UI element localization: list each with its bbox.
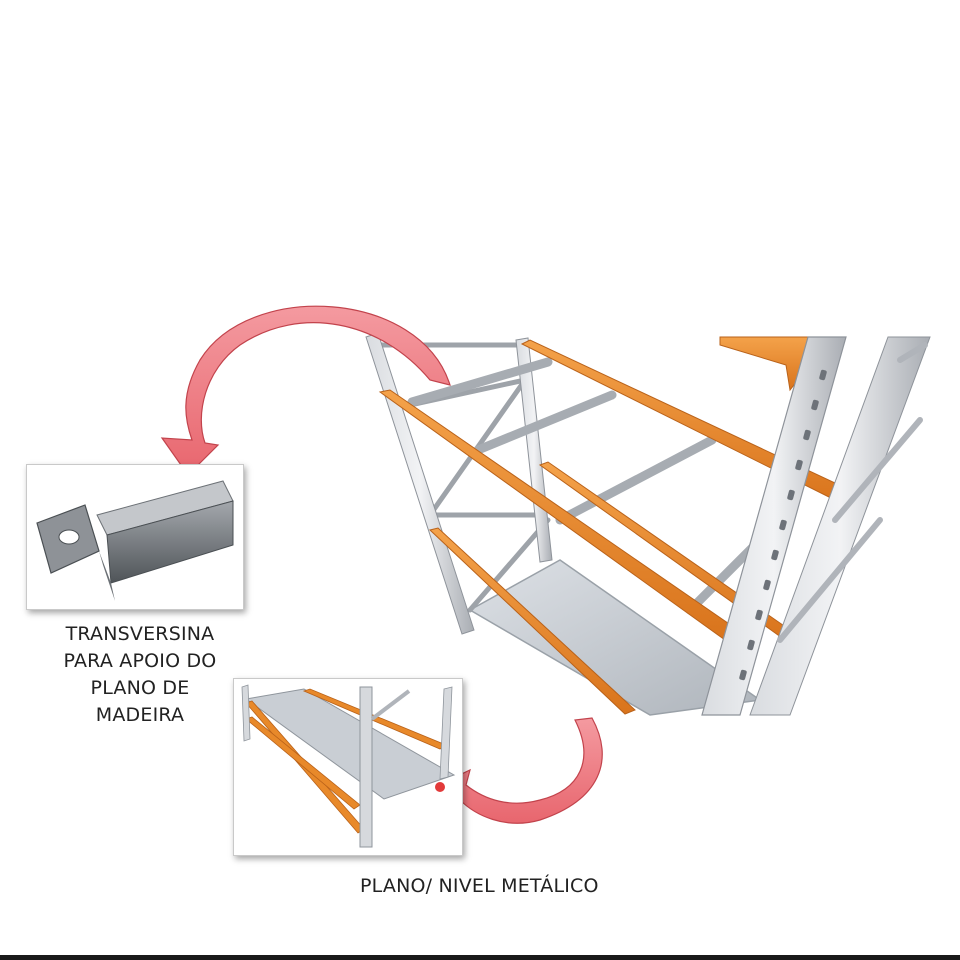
plano-metalico-caption: PLANO/ NIVEL METÁLICO [360,875,599,897]
transversina-caption-line: PARA APOIO DO [63,650,217,672]
transversina-detail-image [36,480,234,601]
bottom-rule [0,955,960,960]
transversina-caption: TRANSVERSINA PARA APOIO DO PLANO DE MADE… [20,621,260,729]
plano-metalico-inset [233,678,463,856]
upright-perforations [739,369,827,681]
plano-metalico-image [241,684,456,848]
upright-back-left [365,332,475,635]
transversina-detail-inset [26,464,244,610]
transversina-caption-line: TRANSVERSINA [65,623,215,645]
main-rack [365,332,931,716]
transversina-caption-line: PLANO DE [90,677,190,699]
arrow-to-transversina [160,305,451,476]
transversina-caption-line: MADEIRA [95,704,185,726]
far-right-bracing [777,342,928,643]
orange-beams [378,336,851,715]
